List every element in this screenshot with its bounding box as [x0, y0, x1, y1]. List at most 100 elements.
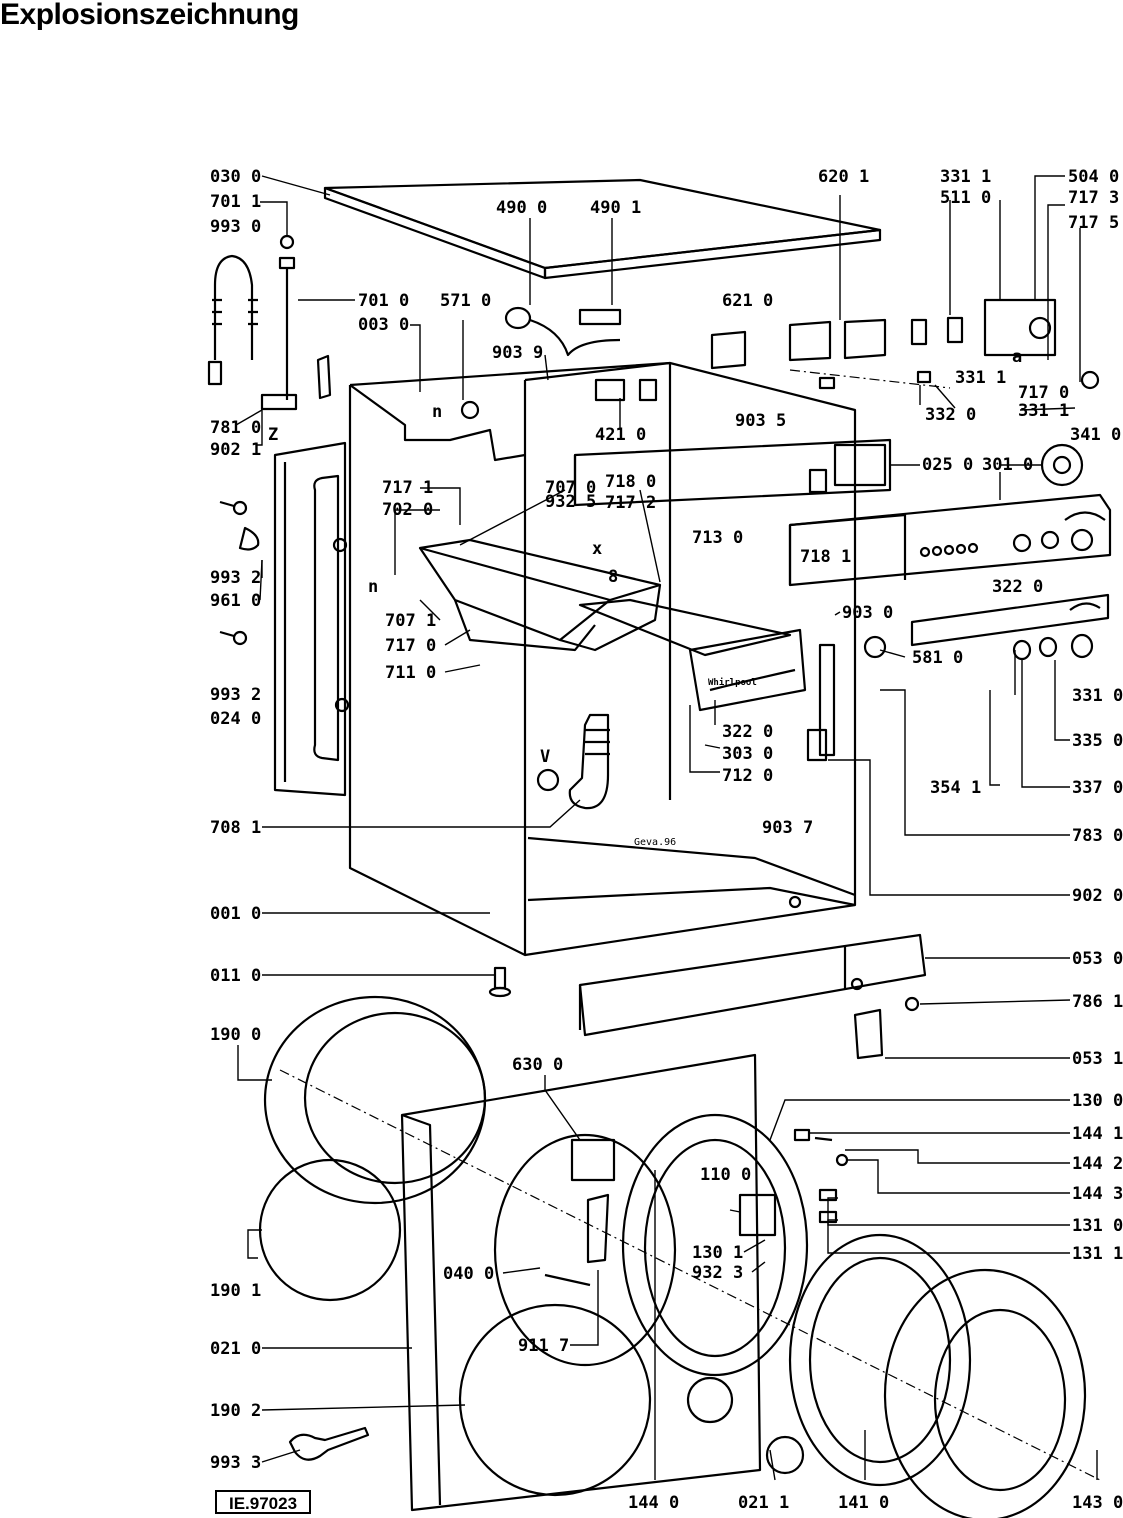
- circuit-board: [573, 438, 892, 507]
- label-718-0: 718 0: [605, 472, 656, 492]
- label-511-0: 511 0: [940, 188, 991, 208]
- label-621-0: 621 0: [722, 291, 773, 311]
- mark-a: a: [1012, 347, 1022, 367]
- label-354-1: 354 1: [930, 778, 981, 798]
- cabinet: [348, 361, 857, 957]
- hose: [536, 713, 610, 810]
- label-335-0: 335 0: [1072, 731, 1123, 751]
- label-717-5: 717 5: [1068, 213, 1119, 233]
- label-001-0: 001 0: [210, 904, 261, 924]
- label-144-1: 144 1: [1072, 1124, 1123, 1144]
- knob-set: [1012, 633, 1094, 661]
- label-903-9: 903 9: [492, 343, 543, 363]
- label-337-0: 337 0: [1072, 778, 1123, 798]
- part-labels: 030 0 701 1 993 0 701 0 003 0 571 0 490 …: [210, 167, 1123, 1513]
- label-717-1: 717 1: [382, 478, 433, 498]
- label-301-0: 301 0: [982, 455, 1033, 475]
- label-903-5: 903 5: [735, 411, 786, 431]
- mark-8: 8: [608, 567, 618, 587]
- label-701-1: 701 1: [210, 192, 261, 212]
- control-panel: [788, 493, 1112, 587]
- document-code: IE.97023: [215, 1490, 311, 1514]
- door-glass: [788, 1233, 972, 1487]
- label-620-1: 620 1: [818, 167, 869, 187]
- door-lock: [544, 1138, 616, 1287]
- side-panel: [273, 441, 347, 797]
- panel-strip: [910, 593, 1110, 647]
- drawer-housing: [418, 538, 662, 652]
- brand-text: Whirlpool: [708, 677, 757, 688]
- label-993-3: 993 3: [210, 1453, 261, 1473]
- label-707-1: 707 1: [385, 611, 436, 631]
- label-504-0: 504 0: [1068, 167, 1119, 187]
- label-053-1: 053 1: [1072, 1049, 1123, 1069]
- label-130-1: 130 1: [692, 1243, 743, 1263]
- mark-n-2: n: [368, 577, 378, 597]
- label-021-0: 021 0: [210, 1339, 261, 1359]
- label-322-0b: 322 0: [722, 722, 773, 742]
- label-932-5: 932 5: [545, 492, 596, 512]
- label-040-0: 040 0: [443, 1264, 494, 1284]
- label-131-0: 131 0: [1072, 1216, 1123, 1236]
- label-711-0: 711 0: [385, 663, 436, 683]
- timer-unit: [818, 298, 1100, 390]
- label-902-1: 902 1: [210, 440, 261, 460]
- label-144-0: 144 0: [628, 1493, 679, 1513]
- label-003-0: 003 0: [358, 315, 409, 335]
- label-581-0: 581 0: [912, 648, 963, 668]
- service-flap: [853, 996, 920, 1060]
- label-993-2b: 993 2: [210, 685, 261, 705]
- label-331-1a: 331 1: [940, 167, 991, 187]
- label-143-0: 143 0: [1072, 1493, 1123, 1513]
- label-021-1: 021 1: [738, 1493, 789, 1513]
- label-332-0: 332 0: [925, 405, 976, 425]
- label-144-3: 144 3: [1072, 1184, 1123, 1204]
- wiring-set: [504, 306, 658, 402]
- door-frame: [883, 1268, 1087, 1518]
- screw-set: [219, 400, 802, 909]
- label-903-0: 903 0: [842, 603, 893, 623]
- label-717-0b: 717 0: [385, 636, 436, 656]
- mark-x: x: [592, 539, 602, 559]
- wrench: [288, 1426, 370, 1461]
- label-190-1: 190 1: [210, 1281, 261, 1301]
- label-303-0: 303 0: [722, 744, 773, 764]
- label-490-1: 490 1: [590, 198, 641, 218]
- spring-assembly: [207, 234, 332, 411]
- label-341-0: 341 0: [1070, 425, 1121, 445]
- label-783-0: 783 0: [1072, 826, 1123, 846]
- mark-date: Geva.96: [634, 837, 676, 848]
- label-130-0: 130 0: [1072, 1091, 1123, 1111]
- label-024-0: 024 0: [210, 709, 261, 729]
- knob-341: [1040, 443, 1084, 487]
- label-331-0: 331 0: [1072, 686, 1123, 706]
- label-993-2a: 993 2: [210, 568, 261, 588]
- cap: [765, 1435, 805, 1475]
- label-331-1b: 331 1: [955, 368, 1006, 388]
- label-708-1: 708 1: [210, 818, 261, 838]
- label-331-1c: 331 1: [1018, 401, 1069, 421]
- label-786-1: 786 1: [1072, 992, 1123, 1012]
- door-ring: [621, 1113, 809, 1377]
- label-190-2: 190 2: [210, 1401, 261, 1421]
- label-421-0: 421 0: [595, 425, 646, 445]
- label-025-0: 025 0: [922, 455, 973, 475]
- label-701-0: 701 0: [358, 291, 409, 311]
- bracket-set: [710, 318, 887, 370]
- label-110-0: 110 0: [700, 1165, 751, 1185]
- label-717-2: 717 2: [605, 493, 656, 513]
- label-911-7: 911 7: [518, 1336, 569, 1356]
- label-141-0: 141 0: [838, 1493, 889, 1513]
- label-571-0: 571 0: [440, 291, 491, 311]
- label-630-0: 630 0: [512, 1055, 563, 1075]
- label-718-1: 718 1: [800, 547, 851, 567]
- label-961-0: 961 0: [210, 591, 261, 611]
- page-title: Explosionszeichnung: [0, 0, 299, 31]
- tub: [258, 995, 487, 1302]
- label-932-3: 932 3: [692, 1263, 743, 1283]
- label-490-0: 490 0: [496, 198, 547, 218]
- plinth: [578, 933, 927, 1037]
- label-707-0: 707 0: [545, 478, 596, 498]
- foot: [488, 966, 512, 998]
